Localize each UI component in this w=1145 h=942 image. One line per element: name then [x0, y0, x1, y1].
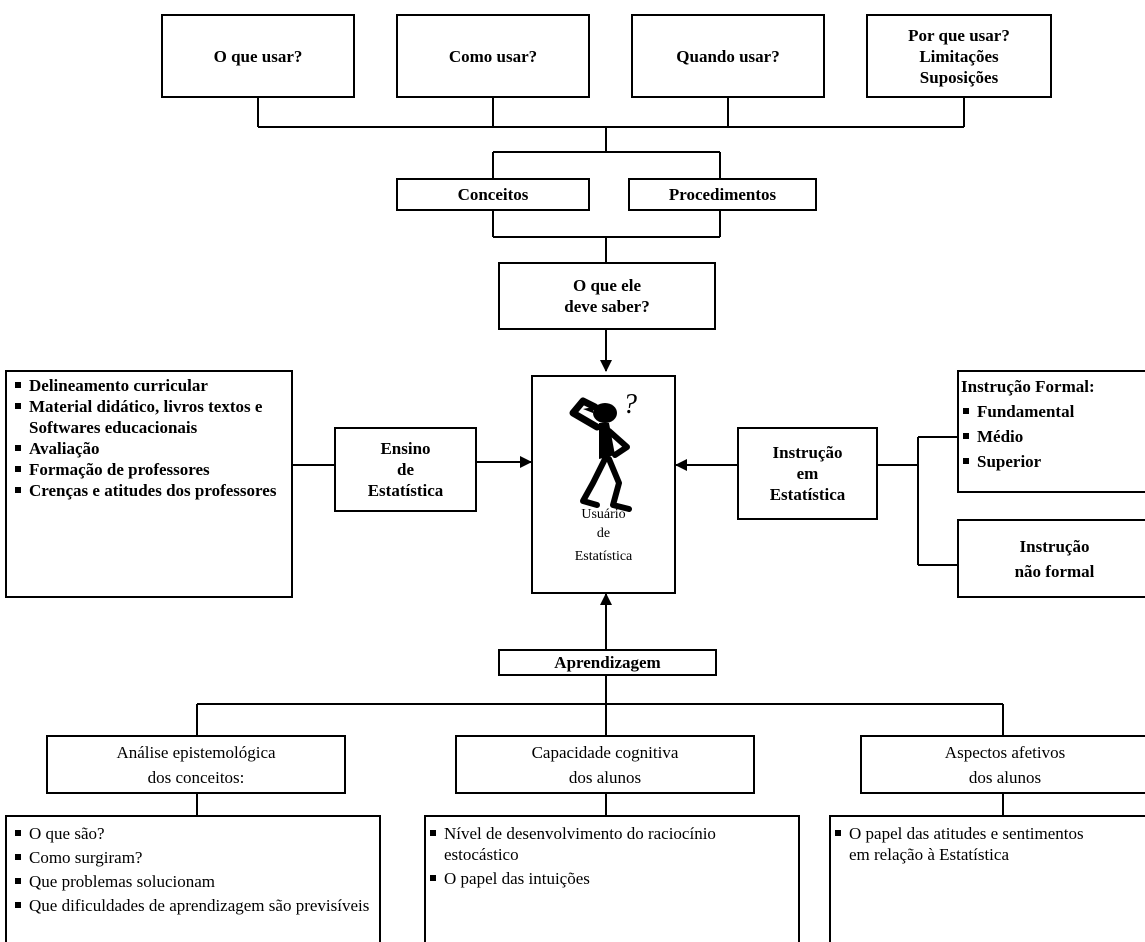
analise-header-box: Análise epistemológica dos conceitos:	[46, 735, 346, 794]
instrucao-em-line2: em	[796, 464, 819, 483]
ensino-line1: Ensino	[380, 439, 431, 458]
instrucao-nao-formal-line1: Instrução	[1019, 536, 1090, 556]
ensino-line3: Estatística	[367, 481, 444, 500]
por-que-usar-line1: Por que usar?	[908, 25, 1010, 45]
por-que-usar-box: Por que usar? Limitações Suposições	[866, 14, 1052, 98]
ensino-line2: de	[397, 460, 414, 479]
aspectos-header-box: Aspectos afetivos dos alunos	[860, 735, 1145, 794]
capacidade-list: Nível de desenvolvimento do raciocínio e…	[428, 823, 794, 889]
analise-line1: Análise epistemológica	[116, 742, 276, 762]
como-usar-box: Como usar?	[396, 14, 590, 98]
conceitos-label: Conceitos	[457, 185, 529, 204]
usuario-line2: de	[596, 526, 611, 541]
svg-text:?: ?	[623, 389, 637, 420]
list-item: Fundamental	[961, 401, 1145, 422]
o-que-ele-line1: O que ele	[573, 276, 641, 295]
instrucao-formal-title: Instrução Formal:	[961, 377, 1095, 396]
list-item: Que dificuldades de aprendizagem são pre…	[13, 895, 375, 916]
o-que-usar-label: O que usar?	[213, 46, 303, 66]
instrucao-em-line3: Estatística	[769, 485, 846, 504]
capacidade-line2: dos alunos	[568, 767, 642, 787]
list-item: Delineamento curricular	[13, 375, 287, 396]
o-que-ele-deve-saber-box: O que ele deve saber?	[498, 262, 716, 330]
list-item: Superior	[961, 451, 1145, 472]
list-item: O que são?	[13, 823, 375, 844]
conceitos-box: Conceitos	[396, 178, 590, 211]
analise-list-box: O que são? Como surgiram? Que problemas …	[5, 815, 381, 942]
list-item: Crenças e atitudes dos professores	[13, 480, 287, 501]
instrucao-nao-formal-line2: não formal	[1014, 561, 1095, 581]
aspectos-line2: dos alunos	[968, 767, 1042, 787]
usuario-label: Usuário de Estatística	[533, 505, 674, 566]
ensino-factors-box: Delineamento curricular Material didátic…	[5, 370, 293, 598]
list-item: Avaliação	[13, 438, 287, 459]
capacidade-header-box: Capacidade cognitiva dos alunos	[455, 735, 755, 794]
como-usar-label: Como usar?	[448, 46, 538, 66]
instrucao-nao-formal-box: Instrução não formal	[957, 519, 1145, 598]
aspectos-list-box: O papel das atitudes e sentimentos em re…	[829, 815, 1145, 942]
aspectos-list: O papel das atitudes e sentimentos em re…	[833, 823, 1145, 865]
analise-list: O que são? Como surgiram? Que problemas …	[13, 823, 375, 916]
quando-usar-label: Quando usar?	[676, 46, 780, 66]
o-que-ele-line2: deve saber?	[564, 297, 650, 316]
list-item: O papel das atitudes e sentimentos em re…	[833, 823, 1145, 865]
ensino-factors-list: Delineamento curricular Material didátic…	[13, 375, 287, 501]
analise-line2: dos conceitos:	[147, 767, 245, 787]
usuario-box: ? Usuário de Estatística	[531, 375, 676, 594]
list-item: Que problemas solucionam	[13, 871, 375, 892]
list-item: Material didático, livros textos e Softw…	[13, 396, 287, 438]
capacidade-line1: Capacidade cognitiva	[531, 742, 679, 762]
usuario-line1: Usuário	[581, 507, 626, 522]
instrucao-em-box: Instrução em Estatística	[737, 427, 878, 520]
aspectos-line1: Aspectos afetivos	[944, 742, 1066, 762]
list-item: Formação de professores	[13, 459, 287, 480]
aprendizagem-box: Aprendizagem	[498, 649, 717, 676]
capacidade-list-box: Nível de desenvolvimento do raciocínio e…	[424, 815, 800, 942]
list-item: O papel das intuições	[428, 868, 794, 889]
quando-usar-box: Quando usar?	[631, 14, 825, 98]
instrucao-formal-box: Instrução Formal: Fundamental Médio Supe…	[957, 370, 1145, 493]
procedimentos-label: Procedimentos	[668, 185, 777, 204]
por-que-usar-line2: Limitações	[919, 46, 999, 66]
ensino-box: Ensino de Estatística	[334, 427, 477, 512]
instrucao-em-line1: Instrução	[772, 443, 843, 462]
o-que-usar-box: O que usar?	[161, 14, 355, 98]
list-item: Médio	[961, 426, 1145, 447]
aprendizagem-label: Aprendizagem	[554, 653, 661, 672]
instrucao-formal-list: Fundamental Médio Superior	[961, 401, 1145, 472]
list-item: Como surgiram?	[13, 847, 375, 868]
procedimentos-box: Procedimentos	[628, 178, 817, 211]
por-que-usar-line3: Suposições	[919, 67, 999, 87]
thinking-person-icon: ?	[569, 389, 637, 512]
list-item: Nível de desenvolvimento do raciocínio e…	[428, 823, 794, 865]
usuario-line3: Estatística	[574, 549, 633, 564]
